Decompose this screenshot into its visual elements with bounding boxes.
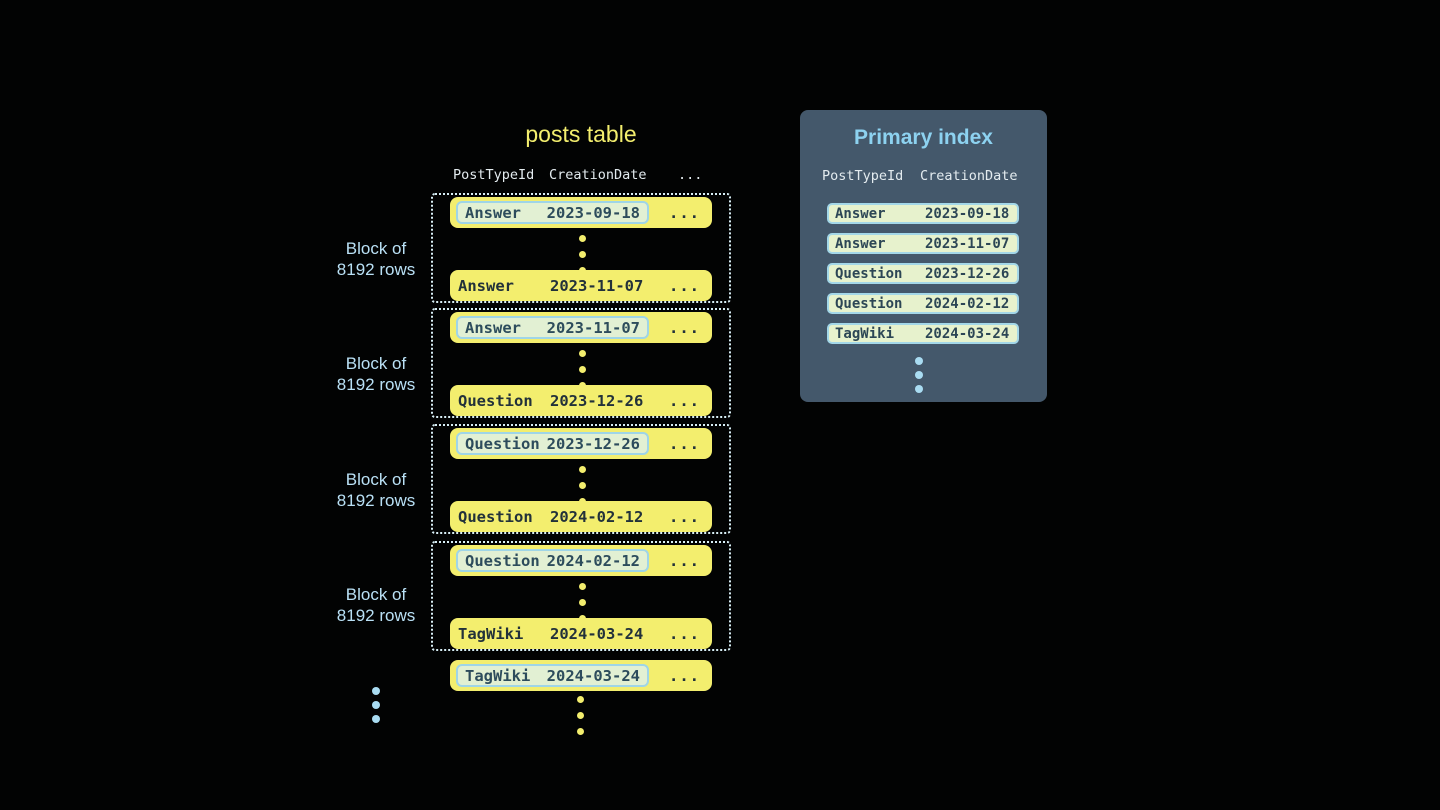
- cell-posttypeid: Question: [465, 551, 540, 570]
- index-key-pill: Question 2024-02-12: [456, 549, 649, 572]
- posts-row-highlighted-tail: TagWiki 2024-03-24 ...: [450, 660, 712, 691]
- column-ellipsis: ...: [678, 167, 703, 183]
- block-label-line2: 8192 rows: [336, 375, 416, 394]
- cell-ellipsis: ...: [669, 318, 700, 337]
- cell-creationdate: 2023-12-26: [925, 265, 1010, 282]
- column-creationdate: CreationDate: [549, 167, 647, 183]
- block-label-line2: 8192 rows: [336, 606, 416, 625]
- block-label-1: Block of 8192 rows: [306, 238, 446, 280]
- cell-ellipsis: ...: [669, 276, 700, 295]
- ellipsis-dots-vertical: [579, 466, 586, 505]
- cell-posttypeid: Answer: [465, 203, 521, 222]
- cell-creationdate: 2024-03-24: [925, 325, 1010, 342]
- cell-creationdate: 2023-11-07: [925, 235, 1010, 252]
- ellipsis-dots-vertical: [372, 687, 380, 723]
- primary-index-panel: Primary index PostTypeId CreationDate An…: [800, 110, 1047, 402]
- ellipsis-dots-vertical: [577, 696, 584, 735]
- index-key-pill: Answer 2023-09-18: [456, 201, 649, 224]
- posts-row-highlighted: Question 2024-02-12 ...: [450, 545, 712, 576]
- block-label-4: Block of 8192 rows: [306, 584, 446, 626]
- column-posttypeid: PostTypeId: [453, 167, 535, 183]
- cell-posttypeid: Question: [458, 391, 533, 410]
- block-label-2: Block of 8192 rows: [306, 353, 446, 395]
- posts-block-4: Question 2024-02-12 ... TagWiki 2024-03-…: [431, 541, 731, 651]
- cell-creationdate: 2023-09-18: [925, 205, 1010, 222]
- cell-creationdate: 2024-02-12: [546, 551, 640, 570]
- cell-creationdate: 2024-03-24: [550, 624, 644, 643]
- posts-row-highlighted: Answer 2023-11-07 ...: [450, 312, 712, 343]
- cell-creationdate: 2023-12-26: [546, 434, 640, 453]
- index-key-pill: Question 2023-12-26: [456, 432, 649, 455]
- index-entry: Answer 2023-11-07: [827, 233, 1019, 254]
- block-label-line1: Block of: [345, 354, 407, 373]
- cell-ellipsis: ...: [669, 391, 700, 410]
- cell-posttypeid: Question: [835, 295, 903, 312]
- posts-row: Answer 2023-11-07 ...: [450, 270, 712, 301]
- cell-posttypeid: Question: [835, 265, 903, 282]
- cell-ellipsis: ...: [669, 666, 700, 685]
- posts-table-title: posts table: [525, 121, 637, 147]
- cell-posttypeid: Question: [465, 434, 540, 453]
- cell-ellipsis: ...: [669, 434, 700, 453]
- column-creationdate: CreationDate: [920, 168, 1018, 184]
- cell-creationdate: 2023-11-07: [546, 318, 640, 337]
- cell-posttypeid: Question: [458, 507, 533, 526]
- cell-posttypeid: TagWiki: [835, 325, 895, 342]
- posts-row-highlighted: Question 2023-12-26 ...: [450, 428, 712, 459]
- cell-posttypeid: Answer: [835, 205, 886, 222]
- primary-index-title: Primary index: [854, 126, 993, 149]
- ellipsis-dots-vertical: [915, 357, 923, 393]
- posts-block-3: Question 2023-12-26 ... Question 2024-02…: [431, 424, 731, 534]
- ellipsis-dots-vertical: [579, 350, 586, 389]
- index-entry: TagWiki 2024-03-24: [827, 323, 1019, 344]
- block-label-line1: Block of: [345, 585, 407, 604]
- ellipsis-dots-vertical: [579, 235, 586, 274]
- column-posttypeid: PostTypeId: [822, 168, 904, 184]
- block-label-line1: Block of: [345, 239, 407, 258]
- cell-posttypeid: TagWiki: [465, 666, 531, 685]
- index-entry: Answer 2023-09-18: [827, 203, 1019, 224]
- ellipsis-dots-vertical: [579, 583, 586, 622]
- posts-table-column-header: PostTypeId CreationDate ...: [453, 167, 731, 183]
- index-key-pill: Answer 2023-11-07: [456, 316, 649, 339]
- index-entry: Question 2024-02-12: [827, 293, 1019, 314]
- cell-creationdate: 2024-02-12: [550, 507, 644, 526]
- cell-creationdate: 2023-09-18: [546, 203, 640, 222]
- cell-posttypeid: Answer: [465, 318, 521, 337]
- cell-ellipsis: ...: [669, 507, 700, 526]
- cell-ellipsis: ...: [669, 551, 700, 570]
- posts-row: TagWiki 2024-03-24 ...: [450, 618, 712, 649]
- cell-creationdate: 2024-02-12: [925, 295, 1010, 312]
- cell-ellipsis: ...: [669, 203, 700, 222]
- cell-posttypeid: Answer: [458, 276, 514, 295]
- cell-posttypeid: Answer: [835, 235, 886, 252]
- block-label-line2: 8192 rows: [336, 260, 416, 279]
- index-key-pill: TagWiki 2024-03-24: [456, 664, 649, 687]
- block-label-line2: 8192 rows: [336, 491, 416, 510]
- posts-row: Question 2023-12-26 ...: [450, 385, 712, 416]
- cell-posttypeid: TagWiki: [458, 624, 524, 643]
- block-label-line1: Block of: [345, 470, 407, 489]
- posts-block-2: Answer 2023-11-07 ... Question 2023-12-2…: [431, 308, 731, 418]
- cell-creationdate: 2023-11-07: [550, 276, 644, 295]
- primary-index-column-header: PostTypeId CreationDate: [822, 168, 1018, 184]
- cell-ellipsis: ...: [669, 624, 700, 643]
- posts-block-1: Answer 2023-09-18 ... Answer 2023-11-07 …: [431, 193, 731, 303]
- index-entry: Question 2023-12-26: [827, 263, 1019, 284]
- block-label-3: Block of 8192 rows: [306, 469, 446, 511]
- posts-row-highlighted: Answer 2023-09-18 ...: [450, 197, 712, 228]
- cell-creationdate: 2024-03-24: [546, 666, 640, 685]
- posts-row: Question 2024-02-12 ...: [450, 501, 712, 532]
- cell-creationdate: 2023-12-26: [550, 391, 644, 410]
